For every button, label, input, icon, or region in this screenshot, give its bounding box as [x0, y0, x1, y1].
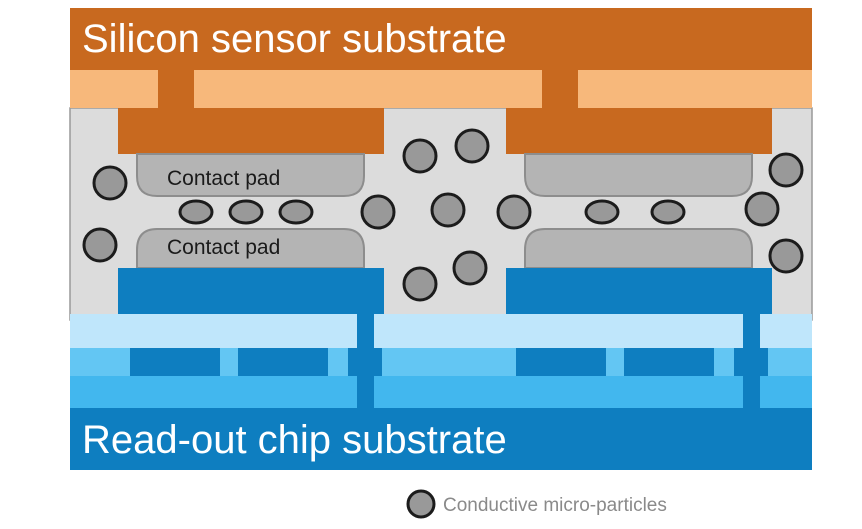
chip-trace-4	[516, 348, 606, 376]
chip-trace-2	[238, 348, 328, 376]
read-out-chip-substrate	[70, 408, 812, 470]
sensor-via-right	[542, 70, 578, 110]
particle	[402, 266, 438, 302]
chip-bright-layer	[70, 376, 812, 408]
chip-electrode-right	[506, 268, 772, 314]
sensor-light-layer-left	[70, 70, 158, 108]
sensor-electrode-left	[118, 108, 384, 154]
particle	[92, 165, 128, 201]
sensor-light-layer-right	[578, 70, 812, 108]
compressed-particle	[228, 199, 264, 225]
chip-electrode-left	[118, 268, 384, 314]
sensor-electrode-right	[506, 108, 772, 154]
chip-trace-1	[130, 348, 220, 376]
particle	[82, 227, 118, 263]
particle	[454, 128, 490, 164]
chip-trace-5	[624, 348, 714, 376]
chip-via-left	[357, 314, 374, 408]
particle	[360, 194, 396, 230]
contact-pad-label-upper: Contact pad	[167, 167, 280, 190]
chip-via-right	[743, 314, 760, 408]
compressed-particle	[178, 199, 214, 225]
particle	[430, 192, 466, 228]
silicon-sensor-substrate	[70, 8, 812, 70]
read-out-chip-substrate-label: Read-out chip substrate	[82, 418, 507, 462]
sensor-via-left	[158, 70, 194, 110]
compressed-particle	[584, 199, 620, 225]
contact-pad-label-lower: Contact pad	[167, 236, 280, 259]
silicon-sensor-substrate-label: Silicon sensor substrate	[82, 17, 507, 61]
compressed-particle	[650, 199, 686, 225]
lower-contact-pad-right	[524, 228, 753, 269]
lower-contact-pad-left	[136, 228, 365, 269]
particle	[402, 138, 438, 174]
upper-contact-pad-left	[136, 153, 365, 197]
particle	[452, 250, 488, 286]
particle	[496, 194, 532, 230]
legend-label: Conductive micro-particles	[443, 495, 667, 516]
particle	[744, 191, 780, 227]
upper-contact-pad-right	[524, 153, 753, 197]
particle	[768, 238, 804, 274]
chip-light-layer	[70, 314, 812, 348]
sensor-light-layer-middle	[194, 70, 542, 108]
particle	[768, 152, 804, 188]
legend-particle-icon	[406, 489, 436, 519]
compressed-particle	[278, 199, 314, 225]
